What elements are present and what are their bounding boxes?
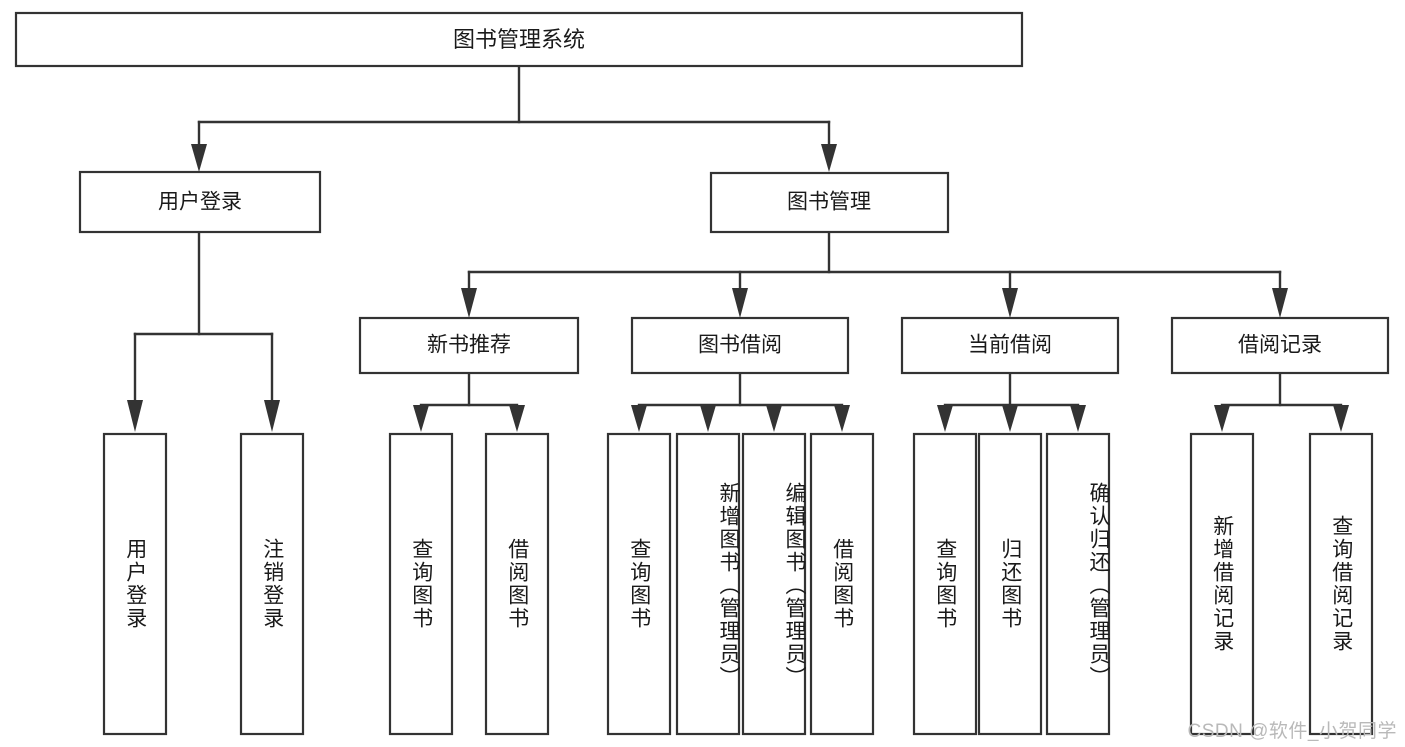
leaf-box-borrow-record-1[interactable] [1189,432,1255,736]
leaf-box-current-borrow-2[interactable] [977,432,1043,736]
arrow-head-bookmanage-2 [732,288,748,318]
arrow-head-newbook-2 [509,405,525,432]
node-user-login[interactable]: 用户登录 [78,170,322,234]
arrow-head-currentborrow-3 [1070,405,1086,432]
node-current-borrow[interactable]: 当前借阅 [900,316,1120,375]
node-borrow-record[interactable]: 借阅记录 [1170,316,1390,375]
leaf-box-book-borrow-2[interactable] [675,432,741,736]
node-borrow-record-box[interactable] [1170,316,1390,375]
arrow-head-bookmanage-1 [461,288,477,318]
leaf-box-book-borrow-4[interactable] [809,432,875,736]
node-borrow-record-label: 借阅记录 [1238,334,1322,357]
arrow-head-borrowrecord-1 [1214,405,1230,432]
arrow-head-borrowrecord-2 [1333,405,1349,432]
node-book-manage[interactable]: 图书管理 [709,171,950,234]
node-user-login-box[interactable] [78,170,322,234]
node-current-borrow-box[interactable] [900,316,1120,375]
node-book-borrow[interactable]: 图书借阅 [630,316,850,375]
connector-group-borrow-record [1214,371,1349,432]
arrow-head-currentborrow-1 [937,405,953,432]
arrow-head-bookborrow-1 [631,405,647,432]
node-book-borrow-box[interactable] [630,316,850,375]
node-root-label: 图书管理系统 [453,27,585,52]
leaf-box-current-borrow-1[interactable] [912,432,978,736]
connector-group-book-manage [461,230,1288,318]
node-new-book-recommend-box[interactable] [358,316,580,375]
arrow-head-newbook-1 [413,405,429,432]
node-book-manage-box[interactable] [709,171,950,234]
node-user-login-label: 用户登录 [158,191,242,214]
leaf-box-current-borrow-3[interactable] [1045,432,1111,736]
node-new-book-recommend-label: 新书推荐 [427,334,511,357]
arrow-head-bookborrow-4 [834,405,850,432]
csdn-watermark: CSDN @软件_小贺同学 [1187,721,1397,742]
node-root[interactable]: 图书管理系统 [14,11,1024,68]
node-book-borrow-label: 图书借阅 [698,334,782,357]
leaf-box-book-borrow-1[interactable] [606,432,672,736]
arrow-head-userlogin-1 [127,400,143,432]
connector-group-user-login [127,230,280,432]
connector-group-book-borrow [631,371,850,432]
arrow-head-bookborrow-3 [766,405,782,432]
connector-group-current-borrow [937,371,1086,432]
arrow-head-userlogin-2 [264,400,280,432]
leaf-box-borrow-record-2[interactable] [1308,432,1374,736]
connector-group-new-book [413,371,525,432]
node-book-manage-label: 图书管理 [787,191,871,214]
node-new-book-recommend[interactable]: 新书推荐 [358,316,580,375]
leaf-box-new-book-1[interactable] [388,432,454,736]
leaf-box-user-login-1[interactable] [102,432,168,736]
node-root-box[interactable] [14,11,1024,68]
arrow-head-root-1 [191,144,207,172]
node-current-borrow-label: 当前借阅 [968,334,1052,357]
arrow-head-bookmanage-3 [1002,288,1018,318]
arrow-head-bookmanage-4 [1272,288,1288,318]
leaf-box-new-book-2[interactable] [484,432,550,736]
connector-group-root [191,64,837,172]
arrow-head-currentborrow-2 [1002,405,1018,432]
leaf-box-group [102,432,1374,736]
arrow-head-root-2 [821,144,837,172]
leaf-box-user-login-2[interactable] [239,432,305,736]
arrow-head-bookborrow-2 [700,405,716,432]
leaf-box-book-borrow-3[interactable] [741,432,807,736]
